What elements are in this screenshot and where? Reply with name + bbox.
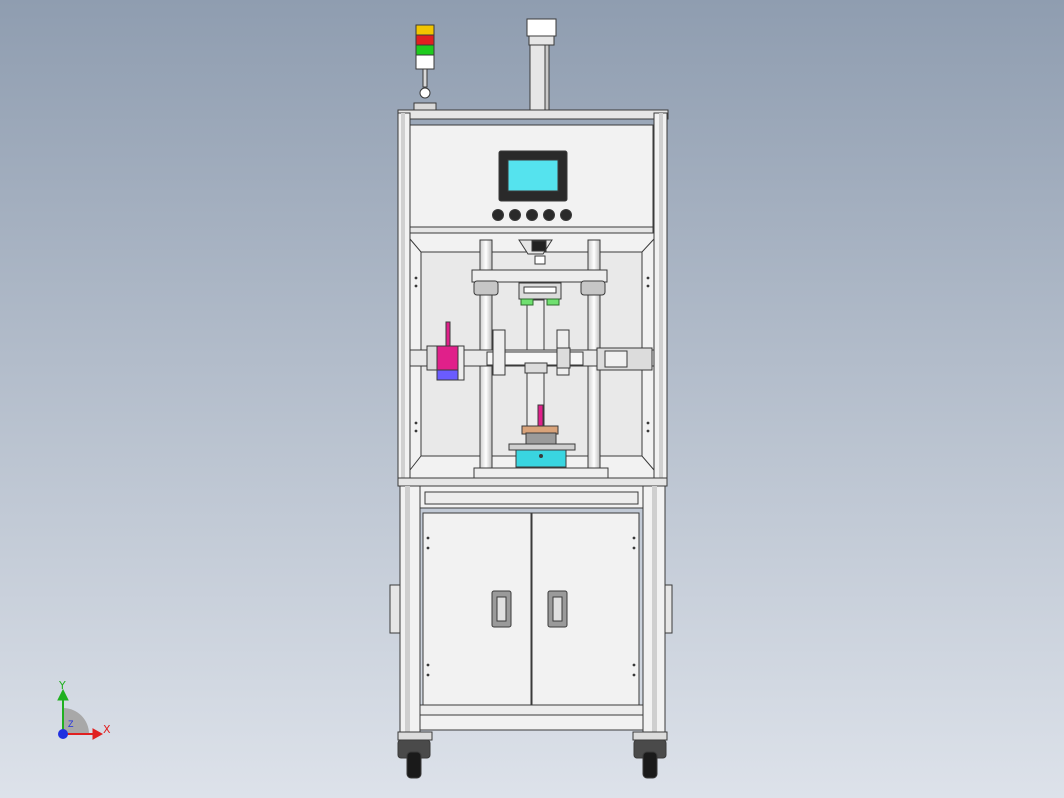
screwdriver-module bbox=[436, 321, 465, 381]
axis-triad: X Y Z bbox=[57, 679, 111, 740]
signal-tower-joint bbox=[419, 87, 431, 99]
control-button-4[interactable] bbox=[543, 209, 555, 221]
signal-light-yellow bbox=[415, 24, 435, 36]
cabinet-bottom-rail bbox=[419, 704, 644, 716]
base-frame bbox=[419, 714, 644, 731]
table-top bbox=[397, 477, 668, 487]
control-button-1[interactable] bbox=[492, 209, 504, 221]
work-fixture bbox=[508, 404, 576, 468]
press-head bbox=[471, 239, 608, 306]
control-button-3[interactable] bbox=[526, 209, 538, 221]
top-linear-column bbox=[526, 18, 557, 111]
left-side-handle bbox=[389, 584, 401, 634]
fixture-base-plate bbox=[473, 467, 609, 479]
caster-left bbox=[397, 731, 433, 779]
axis-triad-plane bbox=[63, 708, 89, 734]
signal-light-green bbox=[415, 44, 435, 56]
x-axis-label: X bbox=[103, 723, 111, 736]
assembly-machine[interactable] bbox=[389, 18, 673, 779]
control-button-5[interactable] bbox=[560, 209, 572, 221]
control-buttons[interactable] bbox=[492, 209, 572, 221]
right-side-handle bbox=[664, 584, 673, 634]
left-post-groove bbox=[401, 113, 405, 485]
z-axis-label: Z bbox=[68, 719, 74, 729]
y-axis-label: Y bbox=[58, 679, 66, 692]
y-axis-arrow-head bbox=[57, 688, 69, 701]
chamber-screws bbox=[414, 276, 650, 433]
signal-light-red bbox=[415, 34, 435, 46]
control-button-2[interactable] bbox=[509, 209, 521, 221]
signal-tower-light[interactable] bbox=[413, 24, 437, 112]
x-axis-arrow-head bbox=[92, 728, 104, 740]
signal-tower-pole bbox=[422, 68, 428, 88]
hmi-display bbox=[507, 159, 559, 192]
cabinet-drawer-strip bbox=[424, 491, 639, 505]
right-post-groove bbox=[659, 113, 663, 485]
cabinet-door-left[interactable] bbox=[422, 512, 532, 706]
top-rail bbox=[397, 109, 669, 120]
z-axis-dot bbox=[58, 729, 68, 739]
panel-divider bbox=[409, 226, 654, 234]
caster-right bbox=[632, 731, 668, 779]
signal-light-white bbox=[415, 54, 435, 70]
door-hinges bbox=[426, 536, 636, 677]
